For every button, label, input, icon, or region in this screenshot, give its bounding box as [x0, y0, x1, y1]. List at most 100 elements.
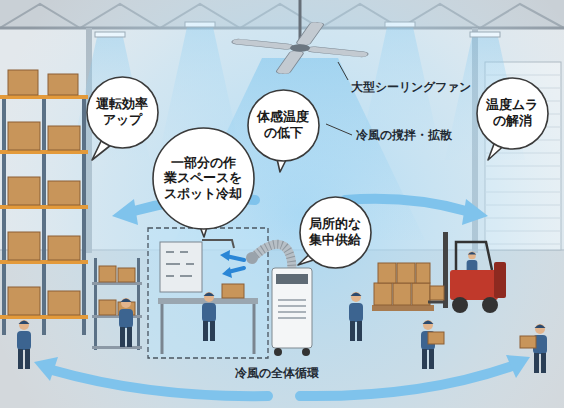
left-rack	[2, 95, 6, 335]
air-arrowheads	[112, 199, 138, 225]
pallet-goods	[378, 263, 396, 283]
air-arrows	[52, 199, 512, 396]
left-rack	[0, 150, 88, 154]
air-arrowheads	[34, 199, 530, 381]
spot-cooling-area	[148, 228, 268, 358]
spot-cooler	[274, 348, 282, 356]
left-rack	[48, 291, 80, 315]
bubble-text-group: 運転効率 アップ	[96, 96, 148, 127]
small-rack	[137, 258, 140, 350]
spot-cooler	[272, 268, 312, 348]
left-rack	[8, 70, 80, 315]
small-rack	[99, 266, 135, 315]
left-rack	[0, 315, 88, 319]
spot-cooler	[252, 244, 292, 270]
ceiling-fan	[295, 22, 325, 46]
left-rack	[8, 287, 40, 315]
air-arrowheads	[462, 199, 488, 225]
worker-with-box	[421, 320, 444, 369]
small-rack	[99, 300, 116, 315]
worker-with-box	[520, 336, 536, 348]
bubble-outline	[248, 90, 319, 161]
spot-cooling-area	[222, 284, 244, 298]
annotation-label: 冷風の全体循環	[232, 365, 322, 382]
pallet-goods	[374, 263, 430, 305]
bubble-outline	[87, 77, 158, 148]
bubble-text-group: 体感温度 の低下	[257, 109, 309, 140]
small-rack	[118, 268, 135, 282]
callout-text: 温度ムラ の解消	[486, 97, 538, 128]
ceiling-fan	[231, 39, 295, 50]
spot-cooler	[302, 348, 310, 356]
bubble-text-group: 温度ムラ の解消	[486, 97, 538, 128]
spot-cooling-area	[166, 252, 194, 276]
left-rack	[42, 95, 46, 335]
callout-text: 局所的な 集中供給	[309, 216, 361, 247]
leader-line	[326, 62, 352, 135]
pallet-goods	[416, 263, 430, 283]
left-rack	[48, 236, 80, 260]
ceiling-fan	[306, 46, 370, 57]
worker	[349, 292, 363, 341]
left-rack	[8, 122, 40, 150]
spot-cooler	[278, 300, 306, 318]
spot-cooler	[276, 274, 308, 284]
spot-cooling-area	[160, 242, 202, 292]
spot-cooling-area	[148, 228, 268, 358]
bubble-text-group: 一部分の作 業スペースを スポット冷却	[164, 155, 242, 202]
spot-cooling-area	[202, 292, 216, 341]
left-rack	[0, 205, 88, 209]
pallet-goods	[393, 283, 411, 305]
air-arrowheads	[506, 355, 530, 378]
pallet-goods	[372, 305, 434, 311]
leader-line	[338, 62, 348, 80]
callout-text: 体感温度 の低下	[257, 109, 309, 140]
pallet-goods	[372, 263, 434, 311]
bubble-outline	[477, 78, 548, 149]
pallet-goods	[374, 283, 392, 305]
callout-bubble: 運転効率 アップ	[86, 76, 159, 149]
small-rack	[92, 258, 142, 350]
callout-bubble: 体感温度 の低下	[247, 89, 320, 162]
worker-with-box	[520, 324, 547, 373]
small-rack	[99, 266, 116, 282]
forklift	[430, 286, 444, 300]
annotation-label: 大型シーリングファン	[348, 79, 474, 96]
worker-with-box	[428, 332, 444, 344]
left-rack	[0, 95, 88, 99]
left-rack	[0, 70, 88, 335]
ceiling-fan	[231, 0, 370, 74]
bubble-outline	[153, 128, 254, 229]
ceiling-fan	[275, 50, 305, 74]
left-rack	[0, 260, 88, 264]
forklift	[494, 262, 506, 298]
callout-bubble: 温度ムラ の解消	[476, 77, 549, 150]
left-rack	[48, 126, 80, 150]
left-rack	[8, 177, 40, 205]
left-rack	[48, 181, 80, 205]
small-rack	[119, 298, 133, 347]
worker	[17, 320, 31, 369]
bubble-text-group: 局所的な 集中供給	[309, 216, 361, 247]
callout-text: 一部分の作 業スペースを スポット冷却	[164, 155, 242, 202]
spot-cooling-area	[202, 240, 234, 248]
small-rack	[92, 346, 142, 349]
cool-air-jet-heads	[220, 250, 232, 278]
bubble-outline	[300, 197, 371, 268]
callout-text: 運転効率 アップ	[96, 96, 148, 127]
forklift	[452, 297, 468, 313]
small-rack	[94, 258, 97, 350]
pallet-goods	[397, 263, 415, 283]
callout-bubble: 一部分の作 業スペースを スポット冷却	[152, 127, 255, 230]
ceiling-fan	[231, 22, 370, 75]
left-rack	[82, 95, 86, 335]
forklift	[450, 270, 498, 300]
pallet-goods	[412, 283, 430, 305]
cool-air-jet-heads	[220, 250, 230, 261]
